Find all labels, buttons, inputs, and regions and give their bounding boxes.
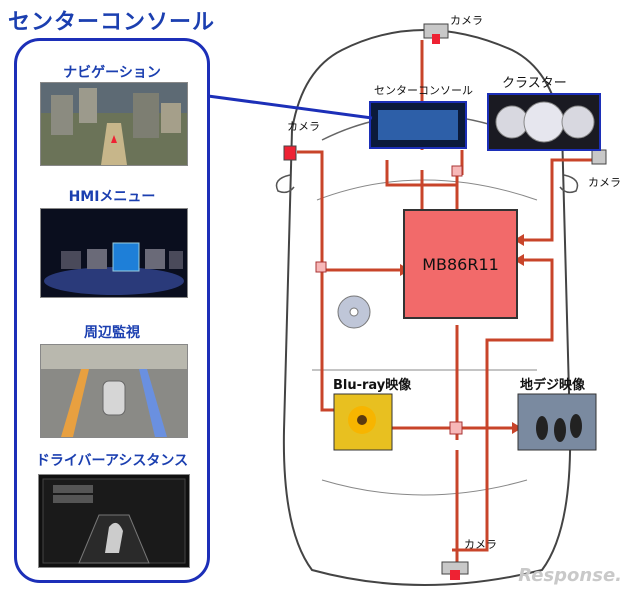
center-console-panel bbox=[14, 38, 210, 583]
camera-top-label: カメラ bbox=[450, 14, 483, 27]
navigation-label: ナビゲーション bbox=[63, 65, 161, 81]
mb86r11-chip: MB86R11 bbox=[403, 209, 518, 319]
hmi-menu-thumbnail bbox=[40, 208, 188, 298]
page-title: センターコンソール bbox=[8, 10, 216, 35]
cluster-label: クラスター bbox=[502, 76, 567, 91]
camera-right-label: カメラ bbox=[588, 176, 621, 189]
camera-right-icon bbox=[591, 149, 607, 165]
navigation-thumbnail bbox=[40, 82, 188, 166]
camera-left-label: カメラ bbox=[287, 120, 320, 133]
response-watermark: Response. bbox=[518, 565, 622, 586]
panel-connector-line bbox=[207, 94, 373, 120]
camera-left-icon bbox=[283, 145, 297, 161]
surround-view-label: 周辺監視 bbox=[84, 325, 140, 341]
driver-assistance-thumbnail bbox=[38, 474, 190, 568]
driver-assistance-label: ドライバーアシスタンス bbox=[35, 453, 189, 469]
bluray-label: Blu-ray映像 bbox=[333, 378, 412, 393]
camera-bottom-label: カメラ bbox=[464, 538, 497, 551]
center-console-label: センターコンソール bbox=[374, 84, 473, 97]
digital-tv-label: 地デジ映像 bbox=[520, 378, 586, 393]
surround-view-thumbnail bbox=[40, 344, 188, 438]
hmi-menu-label: HMIメニュー bbox=[68, 189, 156, 205]
